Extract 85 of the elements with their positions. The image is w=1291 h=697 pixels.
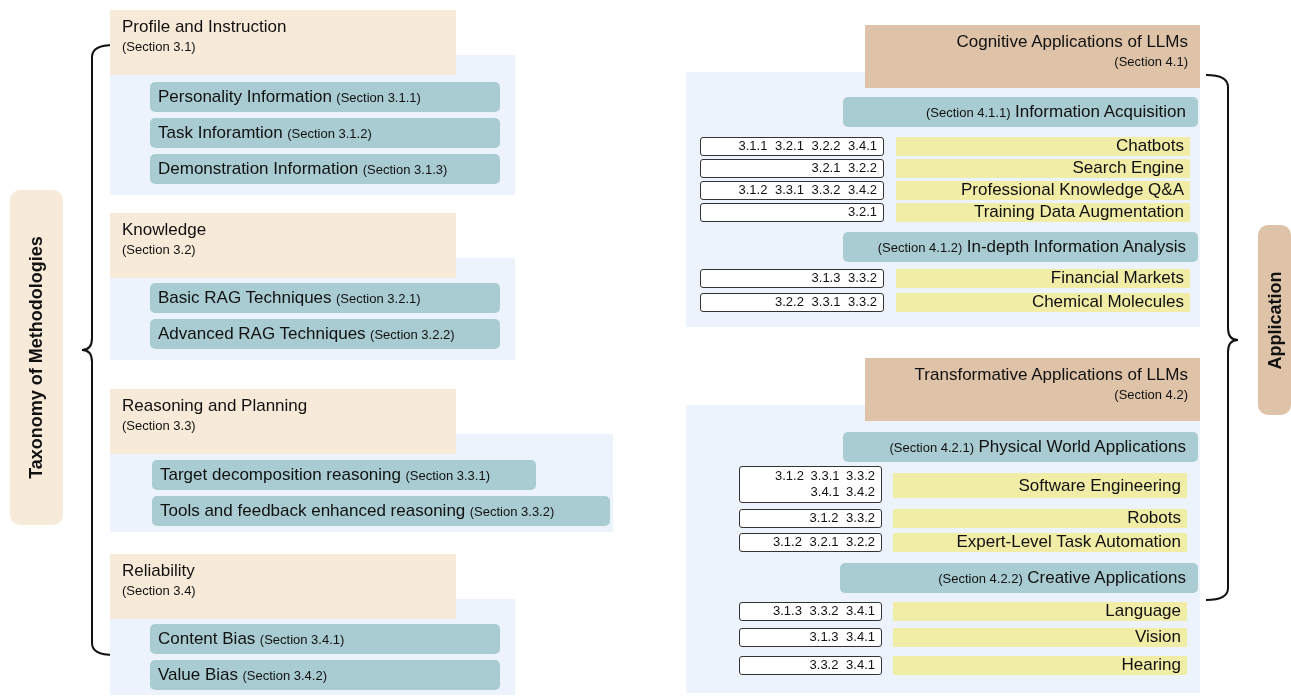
application-label: Software Engineering [893, 473, 1187, 498]
subsection-box [150, 319, 500, 349]
subsection-title: Physical World Applications [978, 437, 1186, 456]
section-number: (Section 3.3.1) [405, 468, 490, 483]
section-reference-box: 3.1.3 3.3.2 [700, 269, 884, 288]
section-reference-box: 3.1.2 3.3.2 [739, 509, 882, 528]
section-number: (Section 4.2.2) [938, 571, 1023, 586]
section-number: (Section 3.3) [122, 418, 196, 433]
application-label: Hearing [893, 656, 1187, 675]
subsection-box [150, 82, 500, 112]
section-title: Transformative Applications of LLMs [914, 365, 1188, 385]
subsection-title: In-depth Information Analysis [966, 237, 1186, 256]
section-number: (Section 3.4.2) [242, 668, 327, 683]
section-number: (Section 3.2.1) [336, 291, 421, 306]
section-number: (Section 3.2) [122, 242, 196, 257]
subsection-box [150, 283, 500, 313]
subsection-title: Content Bias [158, 629, 256, 648]
subsection-box [152, 496, 610, 526]
subsection-box [150, 118, 500, 148]
category-title: Taxonomy of Methodologies [26, 236, 47, 479]
application-label: Robots [893, 509, 1187, 528]
section-number: (Section 4.1) [1114, 54, 1188, 69]
section-panel [110, 10, 515, 195]
application-label: Language [893, 602, 1187, 621]
application-label: Vision [893, 628, 1187, 647]
section-title: Knowledge [122, 220, 207, 240]
subsection-box [152, 460, 536, 490]
application-label: Training Data Augmentation [896, 203, 1190, 222]
section-number: (Section 3.1.1) [336, 90, 421, 105]
section-number: (Section 3.1.3) [362, 162, 448, 177]
category-title: Application [1264, 271, 1285, 369]
section-panel [110, 389, 613, 532]
section-title: Reasoning and Planning [122, 396, 308, 416]
section-reference-box: 3.1.3 3.3.2 3.4.1 [739, 602, 882, 621]
section-number: (Section 4.1.2) [877, 240, 963, 255]
application-label: Chatbots [896, 137, 1190, 156]
section-number: (Section 3.4) [122, 583, 196, 598]
section-reference-box: 3.1.2 3.3.1 3.3.2 3.4.2 [700, 181, 884, 200]
section-reference-box: 3.2.2 3.3.1 3.3.2 [700, 293, 884, 312]
subsection-title: Creative Applications [1027, 568, 1186, 587]
section-reference-box: 3.1.2 3.2.1 3.2.2 [739, 533, 882, 552]
section-reference-box: 3.1.1 3.2.1 3.2.2 3.4.1 [700, 137, 884, 156]
section-number: (Section 3.2.2) [370, 327, 455, 342]
section-title: Profile and Instruction [122, 17, 287, 37]
section-title: Reliability [122, 561, 195, 581]
section-panel [110, 213, 515, 360]
subsection-box [840, 563, 1198, 593]
subsection-title: Demonstration Information [158, 159, 359, 178]
section-number: (Section 3.1) [122, 39, 196, 54]
section-number: (Section 3.3.2) [469, 504, 555, 519]
category-tab [10, 190, 63, 525]
section-number: (Section 4.1.1) [925, 105, 1011, 120]
subsection-box [150, 660, 500, 690]
subsection-title: Personality Information [158, 87, 332, 106]
section-number: (Section 4.2) [1114, 387, 1188, 402]
subsection-title: Target decomposition reasoning [160, 465, 401, 484]
section-number: (Section 3.4.1) [259, 632, 345, 647]
application-label: Expert-Level Task Automation [893, 533, 1187, 552]
section-reference-box: 3.1.2 3.3.1 3.3.2 3.4.1 3.4.2 [739, 466, 882, 503]
subsection-title: Tools and feedback enhanced reasoning [160, 501, 466, 520]
subsection-title: Information Acquisition [1014, 102, 1186, 121]
subsection-title: Task Inforamtion [158, 123, 283, 142]
section-number: (Section 4.2.1) [889, 440, 974, 455]
category-tab [1258, 225, 1291, 415]
section-panel [686, 25, 1200, 327]
application-label: Professional Knowledge Q&A [896, 181, 1190, 200]
section-panel [110, 554, 515, 695]
section-reference-box: 3.1.3 3.4.1 [739, 628, 882, 647]
subsection-box [843, 432, 1198, 462]
application-label: Chemical Molecules [896, 293, 1190, 312]
application-label: Search Engine [896, 159, 1190, 178]
section-number: (Section 3.1.2) [287, 126, 372, 141]
section-reference-box: 3.2.1 [700, 203, 884, 222]
subsection-title: Value Bias [158, 665, 238, 684]
subsection-box [843, 97, 1198, 127]
section-reference-box: 3.2.1 3.2.2 [700, 159, 884, 178]
section-panel [686, 358, 1200, 693]
subsection-title: Advanced RAG Techniques [158, 324, 366, 343]
subsection-box [150, 624, 500, 654]
section-title: Cognitive Applications of LLMs [956, 32, 1188, 52]
subsection-box [843, 232, 1198, 262]
subsection-box [150, 154, 500, 184]
application-label: Financial Markets [896, 269, 1190, 288]
subsection-title: Basic RAG Techniques [158, 288, 332, 307]
section-reference-box: 3.3.2 3.4.1 [739, 656, 882, 675]
